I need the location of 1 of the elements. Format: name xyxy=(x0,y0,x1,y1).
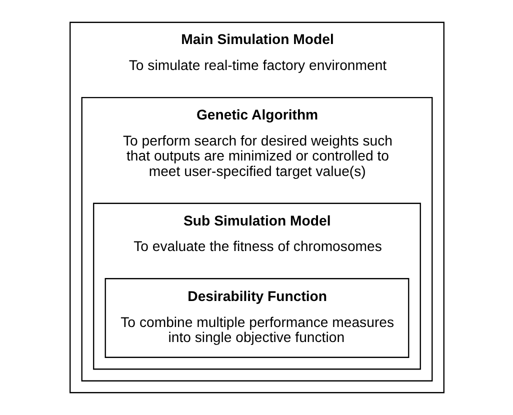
node-box: Desirability Function To combine multiple performance measures into single objective function xyxy=(104,278,409,358)
